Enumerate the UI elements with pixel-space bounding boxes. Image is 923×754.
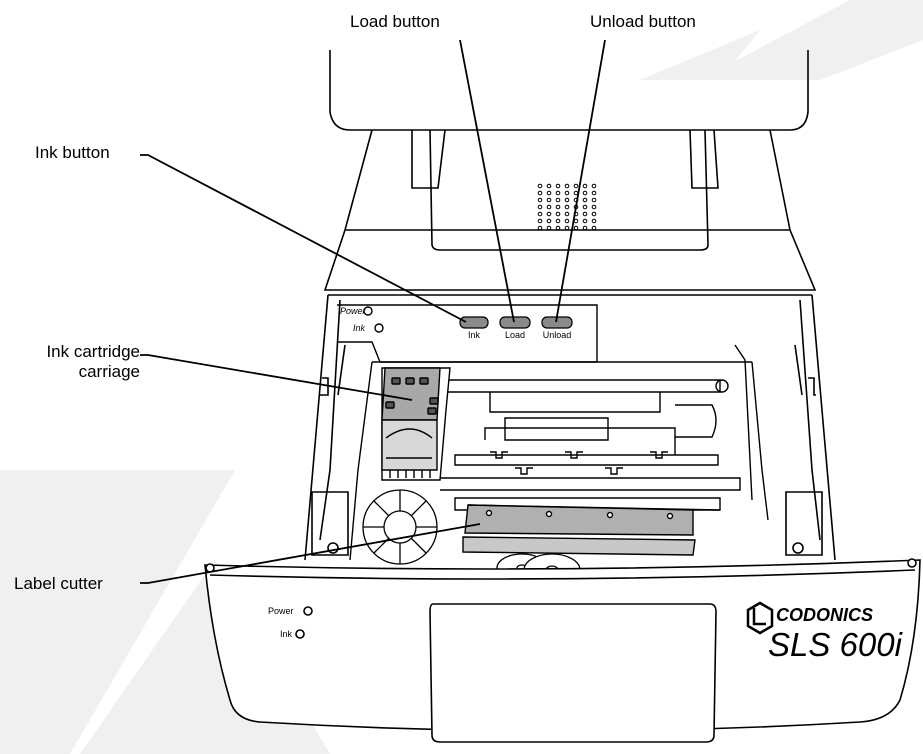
grille-dot [582,218,588,224]
grille-dot [582,211,588,217]
grille-dot [591,183,597,189]
grille-dot [537,197,543,203]
grille-dot [546,190,552,196]
ink-cartridge-carriage [381,367,451,481]
grille-dot [537,183,543,189]
unload-button-label: Unload [543,330,572,340]
callout-unload-button: Unload button [590,12,696,31]
grille-dot [582,204,588,210]
load-button[interactable] [499,316,531,329]
leader-label-cutter [140,523,481,584]
grille-dot [591,225,597,231]
grille-dot [591,204,597,210]
grille-dot [546,204,552,210]
ink-button-label: Ink [468,330,481,340]
callout-ink-button: Ink button [35,143,110,162]
callout-ink-cartridge-line1: Ink cartridge [46,342,140,361]
printer-body [304,294,836,561]
grille-dot [555,197,561,203]
grille-dot [564,211,570,217]
grille-dot [555,211,561,217]
grille-dot [537,218,543,224]
grille-dot [564,225,570,231]
grille-dot [582,225,588,231]
callout-ink-cartridge-carriage: Ink cartridge carriage [10,342,140,382]
panel-power-label: Power [340,306,367,316]
codonics-logo-icon [746,601,774,635]
interior [349,344,769,561]
grille-dot [582,183,588,189]
grille-dot [573,183,579,189]
callout-load-button: Load button [350,12,440,31]
panel-buttons [459,316,573,329]
grille-dot [555,225,561,231]
grille-dot [573,218,579,224]
ink-button[interactable] [459,316,489,329]
grille-dot [564,197,570,203]
grille-dot [537,211,543,217]
front-ink-label: Ink [280,629,293,639]
grille-dot [555,204,561,210]
grille-dot [555,190,561,196]
grille-dot [546,183,552,189]
grille-dot [591,190,597,196]
grille-dot [564,218,570,224]
speaker-grille [537,183,597,231]
grille-dot [555,183,561,189]
callout-ink-cartridge-line2: carriage [78,362,140,381]
grille-dot [537,204,543,210]
grille-dot [582,197,588,203]
leader-ink-cartridge-carriage [140,354,413,401]
load-button-label: Load [505,330,525,340]
panel-ink-label: Ink [353,323,366,333]
brand-name: CODONICS [776,605,873,625]
grille-dot [564,190,570,196]
callout-label-cutter: Label cutter [14,574,103,593]
grille-dot [591,211,597,217]
callout-leaders [140,39,606,584]
grille-dot [546,225,552,231]
display-lid [323,50,817,296]
front-panel [204,558,921,743]
grille-dot [546,211,552,217]
grille-dot [573,225,579,231]
front-power-label: Power [268,606,294,616]
label-cutter [454,497,721,556]
grille-dot [537,190,543,196]
grille-dot [546,197,552,203]
leader-unload-button [555,39,606,323]
grille-dot [591,218,597,224]
leader-load-button [459,39,515,323]
grille-dot [573,190,579,196]
grille-dot [582,190,588,196]
cooling-fan [362,489,438,565]
grille-dot [564,183,570,189]
grille-dot [564,204,570,210]
grille-dot [546,218,552,224]
grille-dot [537,225,543,231]
model-name: SLS 600i [768,626,904,663]
grille-dot [555,218,561,224]
grille-dot [591,197,597,203]
leader-ink-button [140,154,467,323]
